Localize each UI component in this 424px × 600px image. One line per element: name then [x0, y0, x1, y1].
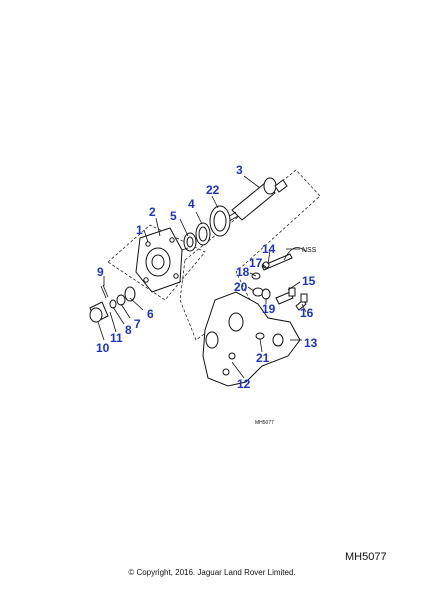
nss-spring-clip [283, 247, 307, 261]
callout-13: 13 [304, 336, 318, 350]
callout-15: 15 [302, 274, 316, 288]
callout-3: 3 [236, 163, 243, 177]
inner-diagram-code: MH5077 [255, 420, 274, 426]
callout-1: 1 [136, 223, 143, 237]
callout-19: 19 [262, 302, 276, 316]
nss-label: NSS [302, 247, 317, 254]
callout-21: 21 [256, 351, 270, 365]
hub-assembly-outline [107, 224, 206, 301]
callout-7: 7 [134, 317, 141, 331]
upright-assembly-outline [179, 169, 321, 341]
wheel-hub [135, 227, 189, 293]
bearing-ring-5 [183, 232, 197, 252]
callout-2: 2 [149, 205, 156, 219]
washer-21 [255, 332, 265, 340]
hub-washers [109, 286, 136, 309]
copyright-notice: © Copyright, 2016. Jaguar Land Rover Lim… [128, 568, 296, 577]
bolt-16 [295, 293, 308, 311]
callout-11: 11 [110, 331, 123, 345]
washer-19 [261, 288, 271, 300]
callout-8: 8 [125, 323, 132, 337]
upright-knuckle [202, 291, 301, 387]
washer-20 [252, 287, 264, 297]
callout-20: 20 [234, 280, 248, 294]
callout-4: 4 [188, 197, 195, 211]
callout-9: 9 [97, 265, 104, 279]
bearing-ring-4 [195, 222, 211, 246]
callout-22: 22 [206, 183, 220, 197]
callout-10: 10 [96, 341, 110, 355]
callout-16: 16 [300, 306, 314, 320]
callout-12: 12 [237, 377, 251, 391]
bearing-ring-22 [209, 205, 231, 237]
bolt-15 [275, 287, 296, 305]
callout-17: 17 [249, 256, 263, 270]
hub-cap [89, 301, 109, 323]
callout-14: 14 [262, 242, 276, 256]
bolt-14 [261, 253, 293, 271]
leader-lines [97, 175, 307, 379]
callout-5: 5 [170, 209, 177, 223]
figure-reference-code: MH5077 [345, 551, 387, 563]
split-pin [100, 284, 109, 299]
callout-18: 18 [236, 265, 250, 279]
callout-6: 6 [147, 307, 154, 321]
